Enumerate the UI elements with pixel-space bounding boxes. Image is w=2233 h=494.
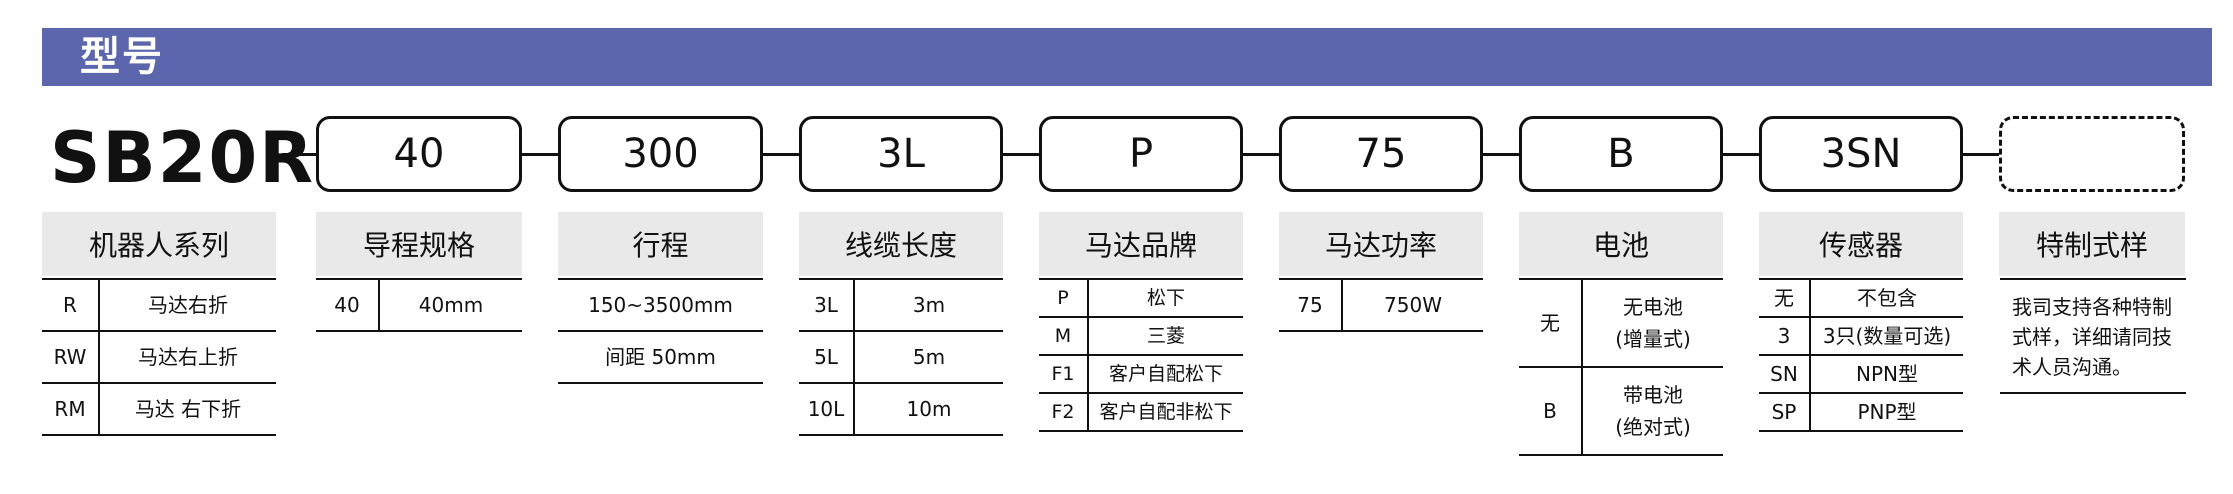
table-row: 10L 10m — [799, 382, 1003, 436]
connector-line — [1003, 153, 1039, 156]
table-row: 无 不包含 — [1759, 278, 1963, 318]
stroke-table: 150~3500mm 间距 50mm — [558, 278, 763, 384]
table-cell: 3只(数量可选) — [1810, 316, 1963, 356]
motor-brand-header: 马达品牌 — [1039, 212, 1243, 276]
table-row: 3 3只(数量可选) — [1759, 316, 1963, 356]
table-cell: 5m — [854, 330, 1003, 384]
table-cell: 带电池 (绝对式) — [1582, 366, 1723, 456]
connector-line — [1723, 153, 1759, 156]
special-header: 特制式样 — [1999, 212, 2185, 276]
table-row: 5L 5m — [799, 330, 1003, 384]
table-cell: 间距 50mm — [558, 330, 763, 384]
sensor-code-box: 3SN — [1759, 116, 1963, 192]
table-row: P 松下 — [1039, 278, 1243, 318]
lead-code-box: 40 — [316, 116, 522, 192]
motor-power-table: 75 750W — [1279, 278, 1483, 332]
connector-line — [282, 153, 316, 156]
sensor-header: 传感器 — [1759, 212, 1963, 276]
stroke-header: 行程 — [558, 212, 763, 276]
table-row: 150~3500mm — [558, 278, 763, 332]
table-cell: 无 — [1519, 278, 1583, 368]
connector-line — [1483, 153, 1519, 156]
motor-power-code-box: 75 — [1279, 116, 1483, 192]
table-cell: 3 — [1759, 316, 1811, 356]
cable-header: 线缆长度 — [799, 212, 1003, 276]
lead-header: 导程规格 — [316, 212, 522, 276]
motor-brand-table: P 松下 M 三菱 F1 客户自配松下 F2 客户自配非松下 — [1039, 278, 1243, 432]
table-row: M 三菱 — [1039, 316, 1243, 356]
table-cell: M — [1039, 316, 1089, 356]
table-row: B 带电池 (绝对式) — [1519, 366, 1723, 456]
table-cell: 马达右上折 — [99, 330, 276, 384]
table-cell: 无电池 (增量式) — [1582, 278, 1723, 368]
table-row: 40 40mm — [316, 278, 522, 332]
robot-series-header: 机器人系列 — [42, 212, 276, 276]
table-cell: B — [1519, 366, 1583, 456]
battery-header: 电池 — [1519, 212, 1723, 276]
connector-line — [522, 153, 558, 156]
table-cell: 10m — [854, 382, 1003, 436]
table-cell: F1 — [1039, 354, 1089, 394]
table-row: RM 马达 右下折 — [42, 382, 276, 436]
table-row: 75 750W — [1279, 278, 1483, 332]
table-row: SP PNP型 — [1759, 392, 1963, 432]
table-row: RW 马达右上折 — [42, 330, 276, 384]
table-cell: 75 — [1279, 278, 1343, 332]
table-cell: P — [1039, 278, 1089, 318]
connector-line — [763, 153, 799, 156]
table-row: 无 无电池 (增量式) — [1519, 278, 1723, 368]
table-row: 3L 3m — [799, 278, 1003, 332]
robot-series-table: R 马达右折 RW 马达右上折 RM 马达 右下折 — [42, 278, 276, 436]
table-cell: 松下 — [1088, 278, 1243, 318]
table-cell: 不包含 — [1810, 278, 1963, 318]
table-row: R 马达右折 — [42, 278, 276, 332]
table-cell: 3m — [854, 278, 1003, 332]
table-cell: 客户自配非松下 — [1088, 392, 1243, 432]
table-cell: 客户自配松下 — [1088, 354, 1243, 394]
cable-table: 3L 3m 5L 5m 10L 10m — [799, 278, 1003, 436]
table-cell: RW — [42, 330, 100, 384]
table-cell: NPN型 — [1810, 354, 1963, 394]
section-banner: 型号 — [42, 28, 2212, 86]
sensor-table: 无 不包含 3 3只(数量可选) SN NPN型 SP PNP型 — [1759, 278, 1963, 432]
table-cell: 150~3500mm — [558, 278, 763, 332]
table-cell: R — [42, 278, 100, 332]
motor-brand-code-box: P — [1039, 116, 1243, 192]
table-row: 间距 50mm — [558, 330, 763, 384]
table-cell: PNP型 — [1810, 392, 1963, 432]
connector-line — [1963, 153, 1999, 156]
table-cell: 40mm — [379, 278, 522, 332]
model-prefix: SB20R — [50, 117, 316, 199]
battery-table: 无 无电池 (增量式) B 带电池 (绝对式) — [1519, 278, 1723, 456]
table-cell: 无 — [1759, 278, 1811, 318]
lead-table: 40 40mm — [316, 278, 522, 332]
table-cell: 马达 右下折 — [99, 382, 276, 436]
stroke-code-box: 300 — [558, 116, 763, 192]
cable-code-box: 3L — [799, 116, 1003, 192]
table-row: SN NPN型 — [1759, 354, 1963, 394]
section-title: 型号 — [80, 34, 164, 80]
table-row: F2 客户自配非松下 — [1039, 392, 1243, 432]
table-cell: 40 — [316, 278, 380, 332]
table-cell: F2 — [1039, 392, 1089, 432]
battery-code-box: B — [1519, 116, 1723, 192]
table-row: F1 客户自配松下 — [1039, 354, 1243, 394]
connector-line — [1243, 153, 1279, 156]
table-cell: 5L — [799, 330, 855, 384]
table-cell: SN — [1759, 354, 1811, 394]
table-cell: 3L — [799, 278, 855, 332]
table-cell: 马达右折 — [99, 278, 276, 332]
motor-power-header: 马达功率 — [1279, 212, 1483, 276]
special-code-box — [1999, 116, 2185, 192]
table-cell: SP — [1759, 392, 1811, 432]
table-cell: 10L — [799, 382, 855, 436]
table-cell: 750W — [1342, 278, 1483, 332]
table-cell: 三菱 — [1088, 316, 1243, 356]
special-note: 我司支持各种特制式样，详细请同技术人员沟通。 — [2000, 278, 2186, 394]
table-cell: RM — [42, 382, 100, 436]
